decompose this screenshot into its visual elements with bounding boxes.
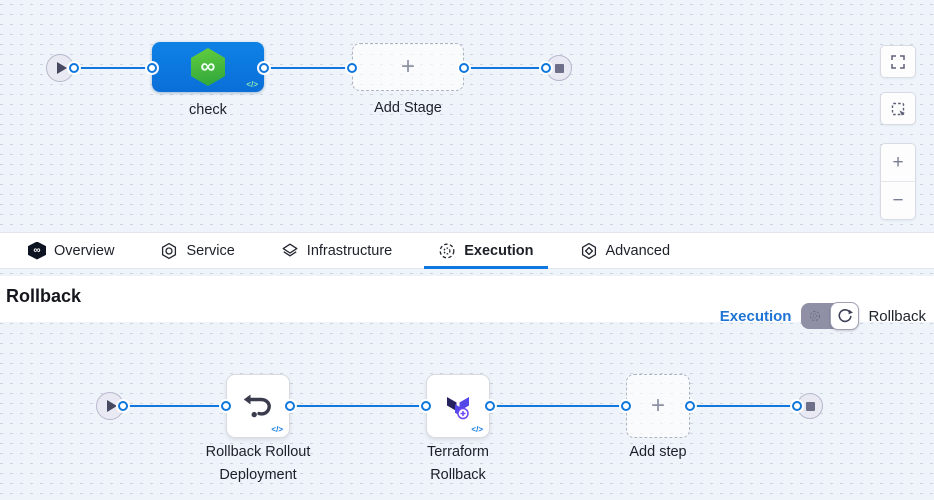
rollback-run-icon xyxy=(838,309,853,323)
port xyxy=(69,63,79,73)
execution-icon xyxy=(439,243,455,258)
stage-canvas: ∞ </> check + Add Stage xyxy=(0,0,934,232)
rollback-arrow-icon xyxy=(243,394,271,418)
zoom-out-button[interactable]: − xyxy=(881,181,915,219)
tab-label: Service xyxy=(186,242,235,259)
tab-infrastructure[interactable]: Infrastructure xyxy=(267,233,406,268)
connector-line xyxy=(290,405,426,407)
mode-controls: Execution Rollback xyxy=(720,302,926,330)
tab-label: Advanced xyxy=(605,242,671,259)
mode-toggle[interactable] xyxy=(801,302,860,330)
toggle-thumb xyxy=(830,302,860,330)
tab-label: Execution xyxy=(464,242,534,259)
tab-label: Infrastructure xyxy=(306,242,393,259)
connector-line xyxy=(690,405,797,407)
advanced-icon xyxy=(581,242,596,259)
port xyxy=(621,401,631,411)
stop-icon xyxy=(554,63,564,73)
plus-icon: + xyxy=(650,392,665,419)
infrastructure-icon xyxy=(282,243,298,256)
tab-label: Overview xyxy=(54,242,115,259)
tab-execution[interactable]: Execution xyxy=(424,233,548,269)
step-label: Terraform Rollback xyxy=(426,444,490,483)
plus-icon: + xyxy=(400,53,415,80)
code-icon: </> xyxy=(246,80,258,89)
infinity-icon: ∞ xyxy=(200,54,216,78)
zoom-controls: + − xyxy=(880,143,916,220)
port xyxy=(118,401,128,411)
code-icon: </> xyxy=(271,425,283,434)
port xyxy=(347,63,357,73)
tab-advanced[interactable]: Advanced xyxy=(566,233,685,268)
terraform-icon xyxy=(447,397,469,420)
step-node-rollback-rollout[interactable]: </> xyxy=(226,374,290,438)
active-tab-underline xyxy=(424,266,548,269)
execution-mode-link[interactable]: Execution xyxy=(719,307,792,325)
marquee-icon xyxy=(891,102,905,115)
connector-line xyxy=(490,405,626,407)
tab-service[interactable]: Service xyxy=(146,233,248,268)
execution-icon xyxy=(810,310,821,322)
add-stage-label: Add Stage xyxy=(374,100,442,116)
add-step-label: Add step xyxy=(629,444,687,460)
stop-icon xyxy=(805,401,815,411)
fullscreen-button[interactable] xyxy=(880,45,916,78)
step-label: Rollback Rollout Deployment xyxy=(205,444,311,483)
code-icon: </> xyxy=(471,425,483,434)
add-step-button[interactable]: + xyxy=(626,374,690,438)
execution-toolbar: Rollback xyxy=(0,276,934,322)
tab-overview[interactable]: ∞ Overview xyxy=(14,233,128,268)
step-node-terraform-rollback[interactable]: </> xyxy=(426,374,490,438)
port xyxy=(147,63,157,73)
zoom-in-button[interactable]: + xyxy=(892,151,904,173)
port xyxy=(459,63,469,73)
harness-stage-icon: ∞ xyxy=(191,48,225,86)
port xyxy=(221,401,231,411)
harness-logo-icon: ∞ xyxy=(28,241,46,260)
port xyxy=(541,63,551,73)
play-icon xyxy=(56,62,67,74)
play-icon xyxy=(106,400,117,412)
port xyxy=(485,401,495,411)
connector-line xyxy=(123,405,226,407)
port xyxy=(421,401,431,411)
port xyxy=(792,401,802,411)
section-title: Rollback xyxy=(6,286,82,306)
connector-line xyxy=(264,67,352,69)
port xyxy=(285,401,295,411)
stage-node-check[interactable]: ∞ </> xyxy=(152,42,264,92)
fullscreen-icon xyxy=(891,54,905,69)
connector-line xyxy=(464,67,546,69)
port xyxy=(259,63,269,73)
add-stage-button[interactable]: + xyxy=(352,43,464,91)
connector-line xyxy=(74,67,152,69)
service-icon xyxy=(162,242,177,259)
port xyxy=(685,401,695,411)
stage-tabbar: ∞ Overview Service Infrastructure xyxy=(0,232,934,269)
marquee-zoom-button[interactable] xyxy=(880,92,916,125)
stage-label: check xyxy=(189,102,227,118)
rollback-mode-label: Rollback xyxy=(868,307,926,325)
